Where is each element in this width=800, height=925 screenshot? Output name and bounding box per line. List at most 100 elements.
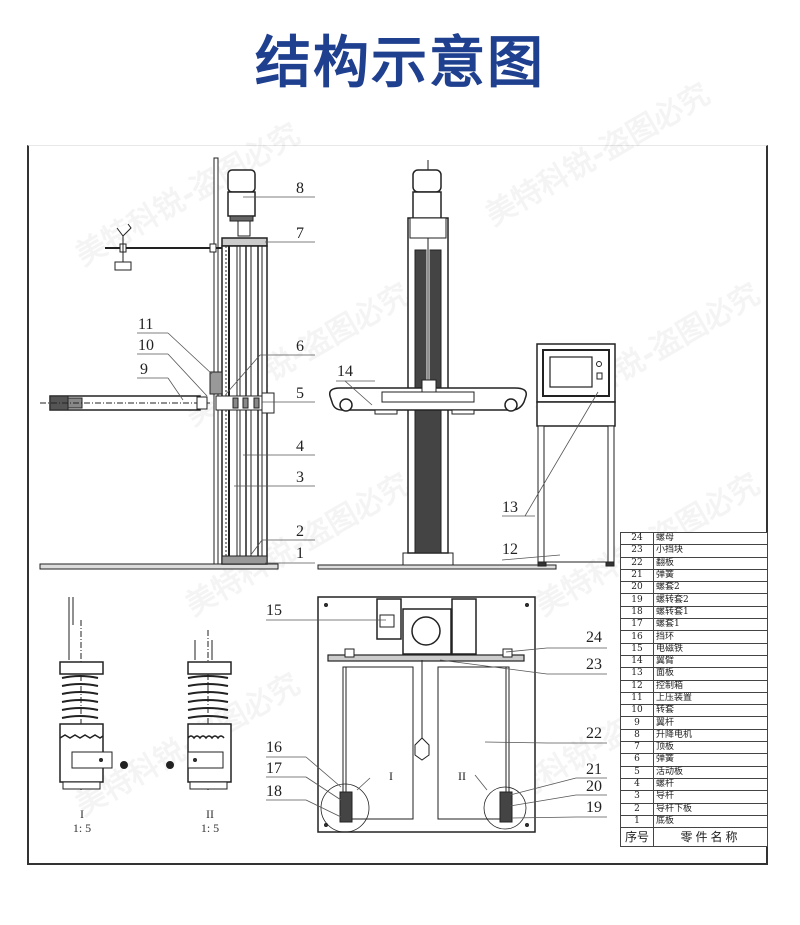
callout-7: 7 <box>296 225 304 242</box>
part-name: 螺套2 <box>653 581 768 595</box>
detail-I-caption: I 1: 5 <box>62 807 102 835</box>
control-cabinet <box>536 343 616 567</box>
callout-17: 17 <box>266 760 282 777</box>
part-name: 翼杆 <box>653 716 768 730</box>
part-name: 翻板 <box>653 556 768 570</box>
part-number: 19 <box>620 593 654 607</box>
callout-10: 10 <box>138 337 154 354</box>
detail-I-scale: 1: 5 <box>72 821 92 835</box>
callout-11: 11 <box>138 316 154 333</box>
detail-I-drawing <box>59 597 128 790</box>
callout-18: 18 <box>266 783 282 800</box>
part-number: 5 <box>620 765 654 779</box>
part-number: 17 <box>620 618 654 632</box>
leader-lines-view3 <box>266 619 607 819</box>
part-number: 10 <box>620 704 654 718</box>
callout-9: 9 <box>140 361 148 378</box>
callout-14: 14 <box>337 363 353 380</box>
part-number: 9 <box>620 716 654 730</box>
drawing-frame <box>27 145 768 865</box>
front-view <box>317 160 557 570</box>
callout-3: 3 <box>296 469 304 486</box>
part-number: 8 <box>620 728 654 743</box>
part-number: 2 <box>620 802 654 816</box>
part-name: 底板 <box>653 814 768 829</box>
part-name: 控制箱 <box>653 679 768 693</box>
callout-15: 15 <box>266 602 282 619</box>
table-header-row: 序号零件名称 <box>620 827 768 848</box>
part-number: 20 <box>620 581 654 595</box>
callout-13: 13 <box>502 499 518 516</box>
callout-24: 24 <box>586 629 602 646</box>
callout-23: 23 <box>586 656 602 673</box>
part-number: 11 <box>620 691 654 706</box>
part-number: 6 <box>620 753 654 767</box>
part-name: 螺转套2 <box>653 593 768 607</box>
part-number: 22 <box>620 556 654 570</box>
part-number: 16 <box>620 630 654 644</box>
part-number: 14 <box>620 654 654 669</box>
part-name: 螺杆 <box>653 777 768 792</box>
detail-I-label: I <box>80 807 84 821</box>
callout-1: 1 <box>296 545 304 562</box>
part-name: 螺套1 <box>653 618 768 632</box>
header-part-number: 序号 <box>620 827 654 848</box>
detail-II-caption: II 1: 5 <box>190 807 230 835</box>
callout-22: 22 <box>586 725 602 742</box>
part-name: 升降电机 <box>653 728 768 743</box>
mechanism-view <box>317 596 536 833</box>
part-name: 挡环 <box>653 630 768 644</box>
part-number: 13 <box>620 667 654 681</box>
detail-II-label: II <box>206 807 214 821</box>
part-name: 转套 <box>653 704 768 718</box>
part-number: 4 <box>620 777 654 792</box>
part-name: 翼臂 <box>653 654 768 669</box>
part-name: 电磁铁 <box>653 642 768 656</box>
part-name: 导杆下板 <box>653 802 768 816</box>
callout-21: 21 <box>586 761 602 778</box>
part-name: 导杆 <box>653 790 768 804</box>
callout-20: 20 <box>586 778 602 795</box>
callout-5: 5 <box>296 385 304 402</box>
part-number: 12 <box>620 679 654 693</box>
detail-marker-I: I <box>389 769 393 783</box>
part-number: 7 <box>620 741 654 755</box>
callout-2: 2 <box>296 523 304 540</box>
leader-lines-view1 <box>137 196 315 564</box>
callout-16: 16 <box>266 739 282 756</box>
callout-6: 6 <box>296 338 304 355</box>
detail-marker-II: II <box>458 769 466 783</box>
part-name: 螺母 <box>653 531 768 546</box>
detail-II-scale: 1: 5 <box>200 821 220 835</box>
part-name: 面板 <box>653 667 768 681</box>
part-name: 弹簧 <box>653 753 768 767</box>
part-number: 3 <box>620 790 654 804</box>
callout-8: 8 <box>296 180 304 197</box>
page-title: 结构示意图 <box>255 31 545 96</box>
header-part-name: 零件名称 <box>653 827 768 848</box>
side-view <box>39 157 279 570</box>
